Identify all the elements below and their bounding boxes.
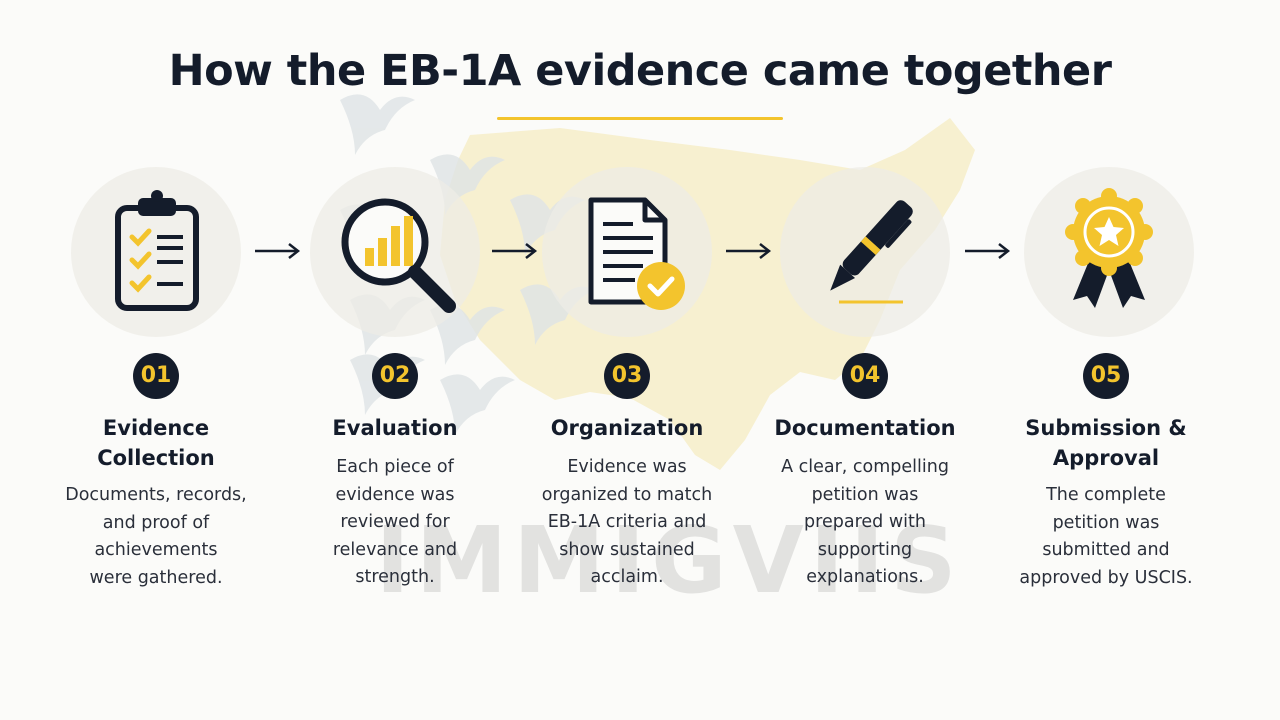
step-title: Documentation: [774, 416, 956, 440]
award-ribbon-icon: [1065, 188, 1153, 308]
watermark: IMMIGVIIS: [375, 507, 963, 614]
arrow-right-icon: [965, 243, 1011, 259]
step-number-badge: 02: [372, 353, 418, 399]
step-number-badge: 01: [133, 353, 179, 399]
step-description: Documents, records,and proof of achievem…: [65, 485, 247, 588]
title-underline: [497, 117, 783, 120]
step-number-badge: 03: [604, 353, 650, 399]
magnifier-chart-icon: [341, 198, 456, 313]
step-number-badge: 04: [842, 353, 888, 399]
arrow-right-icon: [255, 243, 301, 259]
step-number-badge: 05: [1083, 353, 1129, 399]
step-title: Evaluation: [332, 416, 458, 440]
pen-icon: [830, 200, 913, 304]
arrow-right-icon: [492, 243, 538, 259]
arrow-right-icon: [726, 243, 772, 259]
clipboard-checklist-icon: [115, 190, 199, 311]
step-title: Submission &Approval: [1025, 416, 1187, 470]
step-title: Organization: [550, 416, 704, 440]
document-check-icon: [588, 197, 685, 310]
page-title: How the EB-1A evidence came together: [168, 46, 1112, 96]
